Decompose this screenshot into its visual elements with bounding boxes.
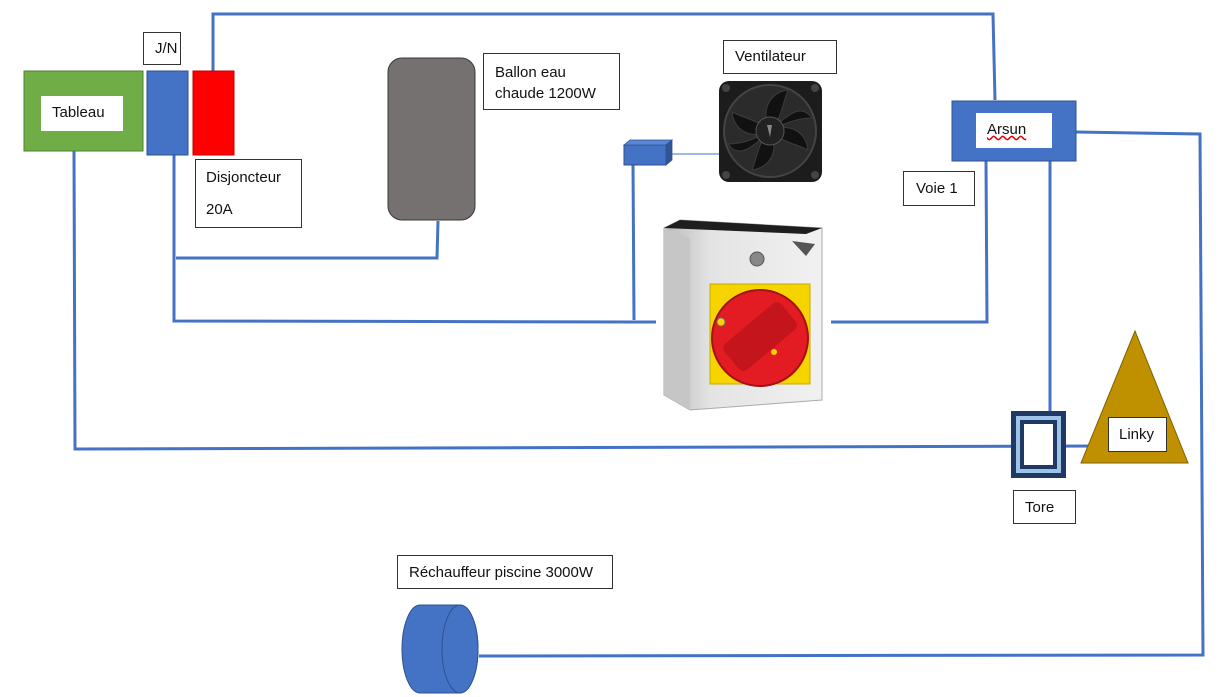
tore-label-text: Tore [1025,499,1055,516]
wires [72,12,1205,658]
ventilateur-label-text: Ventilateur [735,48,806,65]
ballon-label-line2: chaude 1200W [495,85,596,102]
wire-tableau-to-tore [72,149,1101,451]
jn-label: J/N [143,32,181,65]
voie1-label-text: Voie 1 [916,180,958,197]
wire-neutral-to-ballon [176,220,440,260]
linky-label: Linky [1108,417,1167,452]
wire-neutral-to-switch [172,153,657,324]
rechauffeur-cylinder [401,604,479,694]
rechauffeur-label: Réchauffeur piscine 3000W [397,555,613,589]
tore-icon [1011,411,1066,478]
wire-switch-to-voie1 [831,160,989,324]
wire-probe-down [631,163,636,321]
ballon-label-line1: Ballon eau [495,64,566,81]
wire-arsun-to-right-edge [478,130,1205,658]
jn-label-text: J/N [155,40,178,57]
disjoncteur-label-line2: 20A [206,201,233,218]
fan-icon [719,81,822,182]
neutral-block [146,70,189,156]
probe-box [622,139,674,166]
tableau-label-text: Tableau [52,104,105,121]
wire-breaker-to-arsun [211,12,997,101]
rechauffeur-label-text: Réchauffeur piscine 3000W [409,564,593,581]
ventilateur-label: Ventilateur [723,40,837,74]
rotary-switch [663,219,823,411]
breaker-block [192,70,235,156]
arsun-label-text: Arsun [987,121,1027,138]
arsun-label: Arsun [976,113,1052,148]
ballon-label: Ballon eau chaude 1200W [483,53,620,110]
disjoncteur-label-line1: Disjoncteur [206,169,282,186]
voie1-label: Voie 1 [903,171,975,206]
tableau-label: Tableau [41,96,123,131]
disjoncteur-label: Disjoncteur 20A [195,159,302,228]
linky-label-text: Linky [1119,426,1155,443]
tore-label: Tore [1013,490,1076,524]
ballon-tank [387,57,476,221]
